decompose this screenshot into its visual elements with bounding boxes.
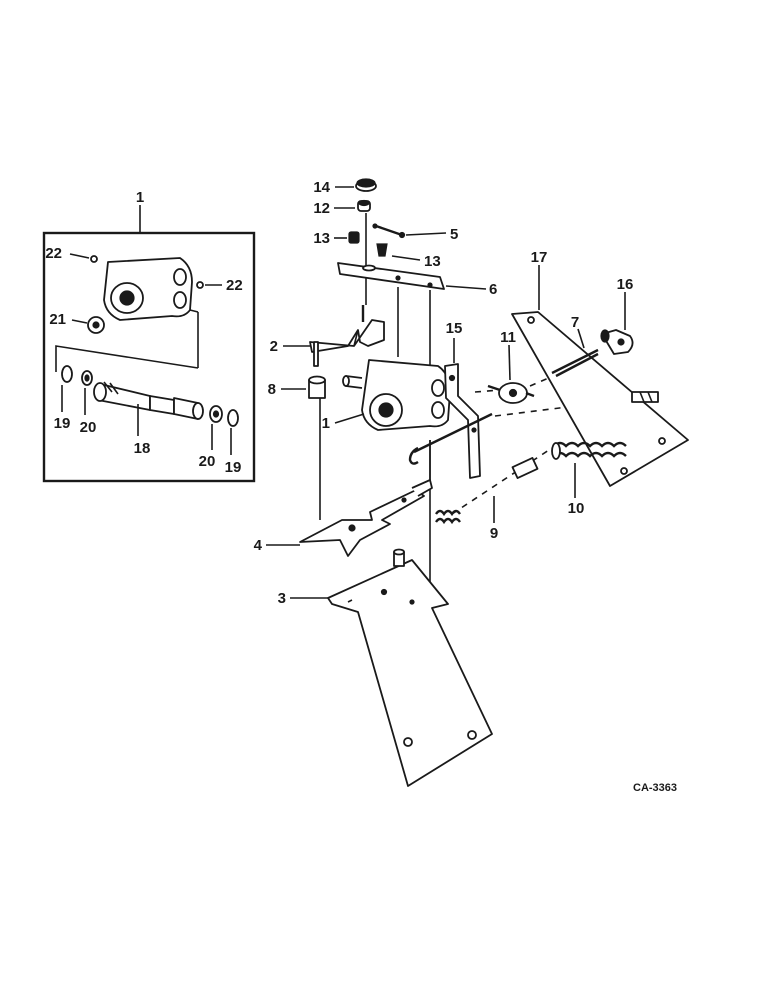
callout-22-right: 22 [226,277,243,294]
callout-16: 16 [617,276,634,293]
callout-11: 11 [500,329,516,346]
callout-7: 7 [571,314,579,331]
nut-13-right [376,243,388,257]
bracket-2 [309,305,385,367]
valve-body-main [342,359,451,431]
ball-22-right [196,281,204,289]
callout-2: 2 [270,338,278,355]
callout-labels: 1 22 22 21 19 20 18 20 19 14 12 13 5 13 … [45,179,677,794]
callout-14: 14 [313,179,330,196]
callout-1-main: 1 [322,415,330,432]
link-rod [408,412,493,465]
inset-assembly-bracket [55,345,199,372]
callout-8: 8 [268,381,276,398]
inset-valve-assembly [42,205,256,483]
nut-13-left [348,231,360,244]
clip-16 [600,329,634,355]
pin-5 [372,223,406,239]
spring-9 [435,457,539,525]
eyebolt-11 [487,382,535,404]
callout-19-right: 19 [225,459,242,476]
callout-4: 4 [254,537,263,554]
callout-13-right: 13 [424,253,441,270]
valve-body-inset [103,257,199,368]
callout-3: 3 [278,590,286,607]
plate-6 [337,262,445,290]
callout-19-left: 19 [54,415,71,432]
spool-18 [93,381,204,436]
callout-10: 10 [568,500,585,517]
callout-18: 18 [134,440,151,457]
callout-20-right: 20 [199,453,216,470]
callout-15: 15 [446,320,463,337]
callout-21: 21 [49,311,66,328]
oring-19-right [227,409,239,427]
callout-22-left: 22 [45,245,62,262]
callout-17: 17 [531,249,548,266]
bushing-8 [308,375,326,399]
spring-10 [551,391,659,460]
bracket-4 [299,440,433,557]
align-dash-1 [474,389,501,393]
callout-13-left: 13 [313,230,330,247]
callout-1-box: 1 [136,189,144,206]
callout-6: 6 [489,281,497,298]
plate-17 [511,311,689,487]
bushing-12 [357,199,371,212]
grommet-14 [355,178,377,192]
rod-7 [551,348,599,378]
align-dash-4 [451,447,553,515]
ball-22-left [90,255,98,263]
inset-frame [42,231,256,483]
callout-12: 12 [313,200,330,217]
callout-9: 9 [490,525,498,542]
figure-code: CA-3363 [633,782,677,794]
callout-5: 5 [450,226,458,243]
oring-19-left [61,365,73,383]
bracket-15 [444,363,481,479]
plate-3 [327,548,493,787]
callout-20-left: 20 [80,419,97,436]
plug-21 [87,316,105,334]
